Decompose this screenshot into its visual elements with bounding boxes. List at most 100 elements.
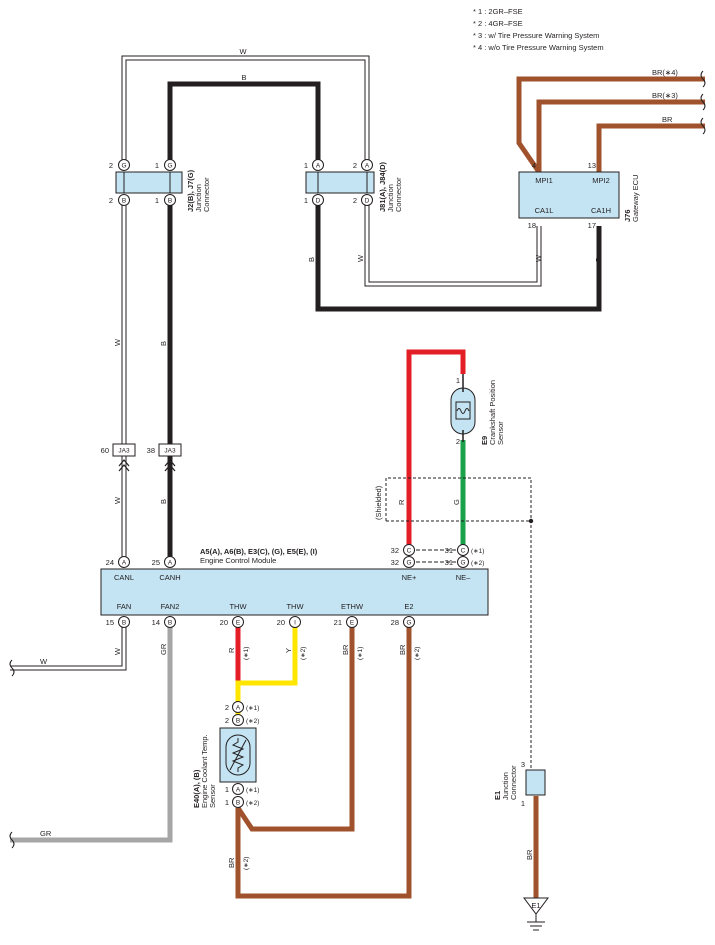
- ecm-pin-num-24: 24: [106, 558, 114, 567]
- ecm-label-canh: CANH: [159, 573, 180, 582]
- j81-desc-2: Connector: [394, 177, 403, 212]
- label-br4: BR(∗4): [652, 68, 678, 77]
- ecm-desc: Engine Control Module: [200, 556, 276, 565]
- j76-pin-18: 18: [528, 221, 536, 230]
- e9-desc-2: Sensor: [496, 421, 505, 445]
- e1-pin-3: 3: [521, 760, 525, 769]
- ecm-pin-letter-14: B: [168, 620, 172, 627]
- wire-w-j81-gateway: [364, 200, 542, 287]
- ecm-label-ethw: ETHW: [341, 602, 364, 611]
- j76-pin-4: 4: [532, 161, 536, 170]
- ecm-ne-variant-1: (∗1): [471, 548, 484, 555]
- ecm-pin-num-32g: 32: [391, 558, 399, 567]
- e40-pin-variant-1a: (∗1): [246, 787, 259, 794]
- ecm-pin-fan: [118, 616, 130, 628]
- ecm-pin-letter-25: A: [168, 560, 173, 567]
- engine-control-module: A5(A), A6(B), E3(C), (G), E5(E), (I) Eng…: [100, 544, 489, 628]
- ecm-pin-ne-minus-c: [457, 544, 469, 556]
- ja3-right-pin: 38: [147, 446, 155, 455]
- j81-name: J81(A), J84(D): [378, 161, 387, 212]
- wire-labels: W B BR(∗4) BR(∗3) BR W B W B B W W B R G…: [40, 47, 678, 870]
- label-s1a: (∗1): [243, 647, 250, 660]
- ecm-pin-letter-24: A: [122, 560, 127, 567]
- ecm-label-fan: FAN: [117, 602, 132, 611]
- note-2: * 2 : 4GR–FSE: [473, 19, 523, 28]
- j76-label-ca1l: CA1L: [535, 206, 554, 215]
- e1-id: E1: [493, 791, 502, 800]
- label-s2b: (∗2): [414, 647, 421, 660]
- j2-pin-num-4: 1: [155, 196, 159, 205]
- label-s2c: (∗2): [243, 857, 250, 870]
- chevron-up-icon: [164, 459, 176, 472]
- j2-desc-2: Connector: [202, 177, 211, 212]
- e1-junction-connector: 3 1 E1 Junction Connector: [493, 760, 546, 808]
- ecm-pin-fan2: [164, 616, 176, 628]
- j76-pin-17: 17: [588, 221, 596, 230]
- j81-pin-num-2: 2: [353, 161, 357, 170]
- label-gr-left-out: GR: [40, 829, 52, 838]
- label-gr-fan2: GR: [159, 643, 168, 655]
- e9-id: E9: [480, 436, 489, 445]
- ecm-pin-num-20i: 20: [277, 618, 285, 627]
- label-s2a: (∗2): [300, 647, 307, 660]
- ecm-pin-letter-31c: C: [461, 548, 466, 555]
- ecm-pin-letter-21: E: [350, 620, 355, 627]
- j81-pin-num-1: 1: [304, 161, 308, 170]
- j76-gateway-ecu: MPI1 MPI2 CA1L CA1H 4 13 18 17 J76 Gatew…: [518, 161, 640, 230]
- ecm-label-ne-plus: NE+: [402, 573, 417, 582]
- ecm-label-thw-1: THW: [229, 602, 247, 611]
- ecm-label-e2: E2: [404, 602, 413, 611]
- ecm-pin-num-15: 15: [106, 618, 114, 627]
- e40-pin-letter-2b: B: [236, 718, 240, 725]
- ja3-left-label: JA3: [118, 448, 130, 455]
- ecm-label-ne-minus: NE–: [456, 573, 471, 582]
- e40-pin-2b: [232, 714, 244, 726]
- e40-desc-1: Engine Coolant Temp.: [200, 734, 209, 808]
- e40-pin-1a: [232, 783, 244, 795]
- e9-pin-2: 2: [456, 437, 460, 446]
- e40-pin-num-1a: 1: [225, 785, 229, 794]
- ja3-right-label: JA3: [164, 448, 176, 455]
- e9-crankshaft-position-sensor: 1 2 E9 Crankshaft Position Sensor: [450, 374, 505, 446]
- e40-pin-letter-1b: B: [236, 800, 240, 807]
- ecm-pin-ethw: [346, 616, 358, 628]
- j81-pin-a-left: [312, 159, 324, 171]
- label-g-ne: G: [452, 499, 461, 505]
- ecm-pin-num-20e: 20: [220, 618, 228, 627]
- j81-pin-letter-4: D: [365, 198, 370, 205]
- wire-w-top: [121, 55, 370, 165]
- j2-pin-num-1: 2: [109, 161, 113, 170]
- wire-br: [596, 123, 705, 172]
- ground-label: E1: [531, 901, 540, 910]
- e40-pin-num-2a: 2: [225, 703, 229, 712]
- break-mark-w: [9, 659, 15, 677]
- e1-body: [525, 769, 546, 796]
- ecm-pin-letter-32g: G: [406, 560, 411, 567]
- label-w-left2: W: [113, 496, 122, 504]
- e1-desc-1: Junction: [501, 772, 510, 800]
- label-br3: BR(∗3): [652, 91, 678, 100]
- j76-label-mpi1: MPI1: [535, 176, 553, 185]
- ecm-ne-variant-2: (∗2): [471, 560, 484, 567]
- j81-connector-body: [305, 171, 375, 194]
- note-1: * 1 : 2GR–FSE: [473, 7, 523, 16]
- j81-pin-num-3: 1: [304, 196, 308, 205]
- label-b-j81: B: [307, 257, 316, 262]
- e40-pin-variant-2b: (∗2): [246, 718, 259, 725]
- break-mark-br4: [700, 70, 706, 88]
- ja3-left-pin: 60: [101, 446, 109, 455]
- ecm-pin-num-21: 21: [334, 618, 342, 627]
- j2-junction-connector: 2 G 1 G 2 B 1 B J2(B), J7(G) Junction Co…: [109, 159, 211, 212]
- break-mark-br: [700, 117, 706, 135]
- j76-id: J76: [623, 209, 632, 222]
- j81-pin-letter-2: A: [365, 163, 370, 170]
- e40-pin-2a: [232, 701, 244, 713]
- wire-br3: [536, 99, 705, 172]
- wire-r-ne: [406, 349, 466, 547]
- ecm-label-thw-2: THW: [286, 602, 304, 611]
- ecm-pin-ne-plus-g: [403, 556, 415, 568]
- break-mark-br3: [700, 93, 706, 111]
- ecm-pin-letter-28: G: [406, 620, 411, 627]
- label-br-e40: BR: [227, 857, 236, 868]
- ja3-connector-right: JA3 38: [147, 443, 182, 472]
